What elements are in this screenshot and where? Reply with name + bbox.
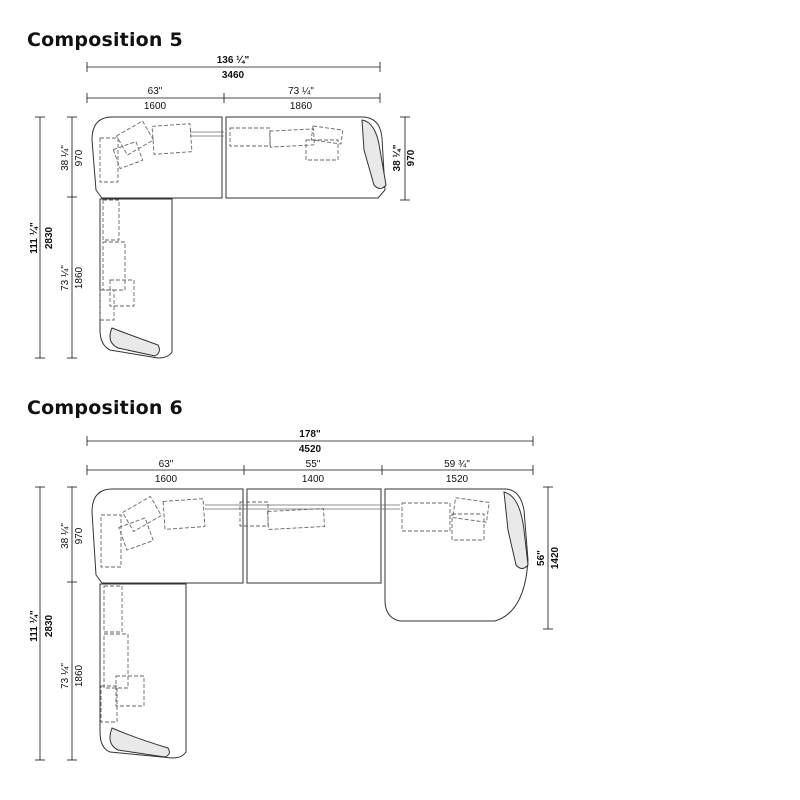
c6-total-height-mm: 2830: [44, 614, 55, 637]
composition-5-drawing: 136 ¼" 3460 63" 1600 73 ¼" 1860 111 ¼" 2…: [29, 55, 417, 359]
c6-total-height-in: 111 ¼": [29, 610, 40, 642]
c5-total-height-mm: 2830: [44, 226, 55, 249]
c6-seg3-in: 59 ¾": [444, 459, 470, 470]
c5-lower-segment-in: 73 ¼": [59, 265, 71, 291]
c5-chaise-module: [99, 198, 173, 359]
c6-right-chaise-module: [384, 488, 529, 622]
c6-right-depth-mm: 1420: [550, 546, 561, 569]
c6-seg2-mm: 1400: [302, 474, 325, 485]
c5-corner-module: [91, 116, 223, 199]
c6-corner-module: [91, 488, 244, 584]
c5-left-depth-mm: 970: [74, 149, 85, 166]
c6-seg1-mm: 1600: [155, 474, 178, 485]
c5-seg2-in: 73 ¼": [288, 85, 314, 97]
c5-seg1-in: 63": [148, 86, 163, 97]
c6-left-depth-in: 38 ¼": [59, 523, 71, 549]
composition-6-title: Composition 6: [27, 397, 183, 419]
c6-seg1-in: 63": [159, 459, 174, 470]
c6-seg3-mm: 1520: [446, 474, 469, 485]
c6-left-chaise-module: [99, 583, 187, 759]
c5-seg2-mm: 1860: [290, 101, 313, 112]
c5-total-height-in: 111 ¼": [29, 222, 40, 254]
composition-5-title: Composition 5: [27, 29, 183, 51]
c6-seg2-in: 55": [306, 459, 321, 470]
c5-right-depth-mm: 970: [406, 149, 417, 166]
c5-seg1-mm: 1600: [144, 101, 167, 112]
c5-right-depth-in: 38 ¼": [392, 144, 403, 171]
c5-total-width-in: 136 ¼": [217, 55, 250, 66]
c5-cushions: [99, 120, 344, 321]
composition-6-drawing: 178" 4520 63" 1600 55" 1400 59 ¾" 1520 1…: [29, 429, 561, 761]
c5-total-width-mm: 3460: [222, 70, 245, 81]
c5-right-module: [225, 116, 386, 199]
c6-total-width-in: 178": [299, 429, 321, 440]
c6-right-depth-in: 56": [536, 550, 547, 566]
c6-middle-module: [246, 488, 382, 584]
c5-left-depth-in: 38 ¼": [59, 145, 71, 171]
c6-total-width-mm: 4520: [299, 444, 322, 455]
c6-lower-segment-in: 73 ¼": [59, 663, 71, 689]
c6-left-depth-mm: 970: [74, 527, 85, 544]
c6-lower-segment-mm: 1860: [74, 664, 85, 687]
c5-lower-segment-mm: 1860: [74, 266, 85, 289]
